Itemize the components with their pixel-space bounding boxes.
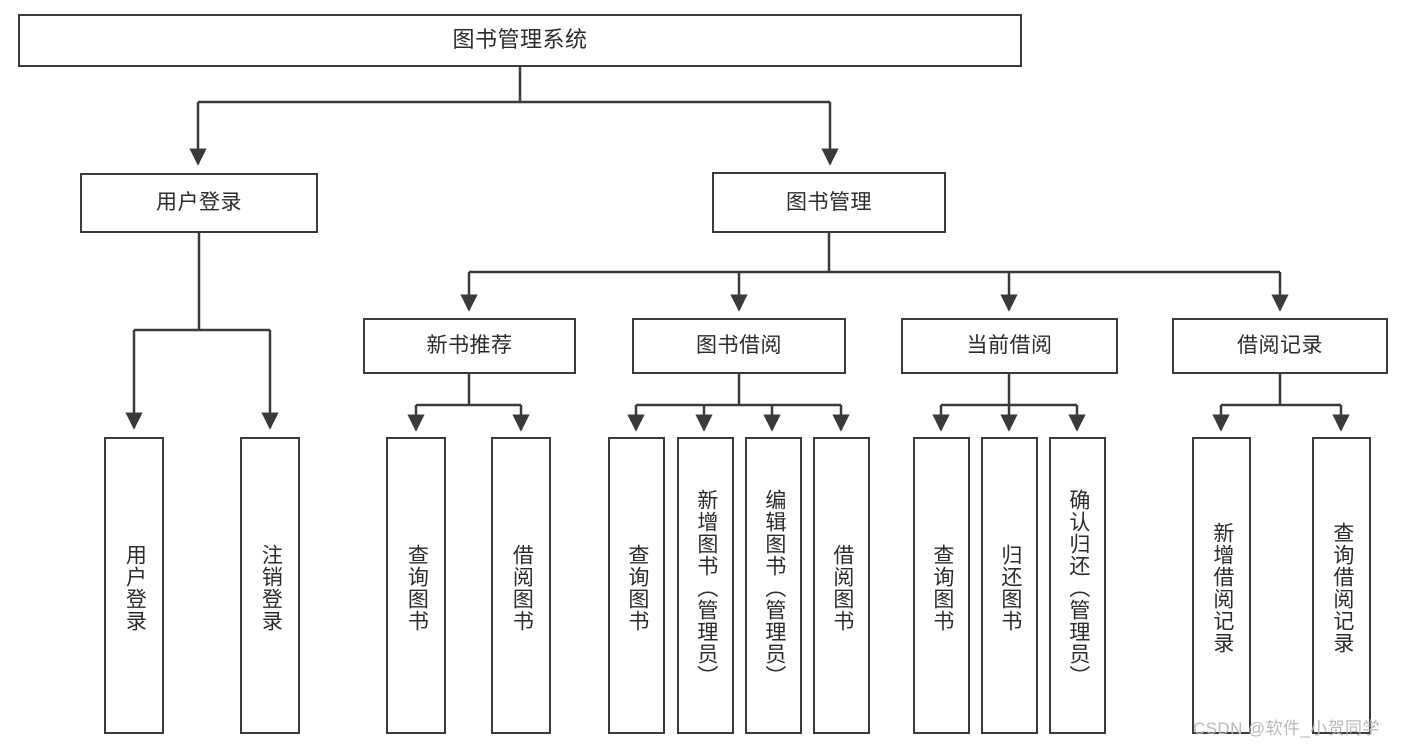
leaf-book-borrow-edit-book-admin[interactable]: 编辑图书（管理员）: [745, 437, 802, 734]
node-label: 新书推荐: [426, 334, 513, 358]
node-label: 借阅图书: [830, 543, 854, 632]
node-label: 新增借阅记录: [1210, 521, 1234, 654]
leaf-book-borrow-query-book[interactable]: 查询图书: [608, 437, 665, 734]
node-label: 查询借阅记录: [1330, 521, 1354, 654]
node-label: 借阅图书: [510, 543, 534, 632]
leaf-book-borrow-add-book-admin[interactable]: 新增图书（管理员）: [677, 437, 734, 734]
node-label: 新增图书（管理员）: [694, 488, 718, 687]
node-label: 查询图书: [930, 543, 954, 632]
node-label: 归还图书: [998, 543, 1022, 632]
leaf-borrow-record-add-record[interactable]: 新增借阅记录: [1192, 437, 1251, 734]
leaf-current-borrow-query-book[interactable]: 查询图书: [913, 437, 970, 734]
node-new-book-recommend[interactable]: 新书推荐: [363, 318, 576, 374]
node-label: 用户登录: [156, 191, 242, 215]
node-label: 当前借阅: [966, 334, 1053, 358]
node-label: 查询图书: [405, 543, 429, 632]
node-label: 注销登录: [259, 543, 283, 632]
node-user-login[interactable]: 用户登录: [80, 173, 318, 233]
node-borrow-record[interactable]: 借阅记录: [1172, 318, 1388, 374]
node-label: 用户登录: [123, 543, 147, 632]
node-book-borrow[interactable]: 图书借阅: [632, 318, 846, 374]
leaf-user-login-login[interactable]: 用户登录: [104, 437, 164, 734]
leaf-current-borrow-return-book[interactable]: 归还图书: [981, 437, 1038, 734]
node-label: 借阅记录: [1237, 334, 1323, 358]
leaf-borrow-record-query-record[interactable]: 查询借阅记录: [1312, 437, 1371, 734]
node-label: 查询图书: [625, 543, 649, 632]
leaf-new-book-borrow-book[interactable]: 借阅图书: [491, 437, 551, 734]
node-label: 编辑图书（管理员）: [762, 488, 786, 687]
leaf-current-borrow-confirm-return-admin[interactable]: 确认归还（管理员）: [1049, 437, 1106, 734]
node-root-system[interactable]: 图书管理系统: [18, 14, 1022, 67]
leaf-new-book-query-book[interactable]: 查询图书: [386, 437, 446, 734]
leaf-book-borrow-borrow-book[interactable]: 借阅图书: [813, 437, 870, 734]
node-label: 确认归还（管理员）: [1066, 488, 1090, 687]
leaf-user-login-logout[interactable]: 注销登录: [240, 437, 300, 734]
node-label: 图书借阅: [696, 334, 782, 358]
node-label: 图书管理系统: [452, 27, 588, 53]
node-book-management[interactable]: 图书管理: [712, 172, 946, 233]
node-current-borrow[interactable]: 当前借阅: [901, 318, 1118, 374]
node-label: 图书管理: [786, 190, 872, 214]
